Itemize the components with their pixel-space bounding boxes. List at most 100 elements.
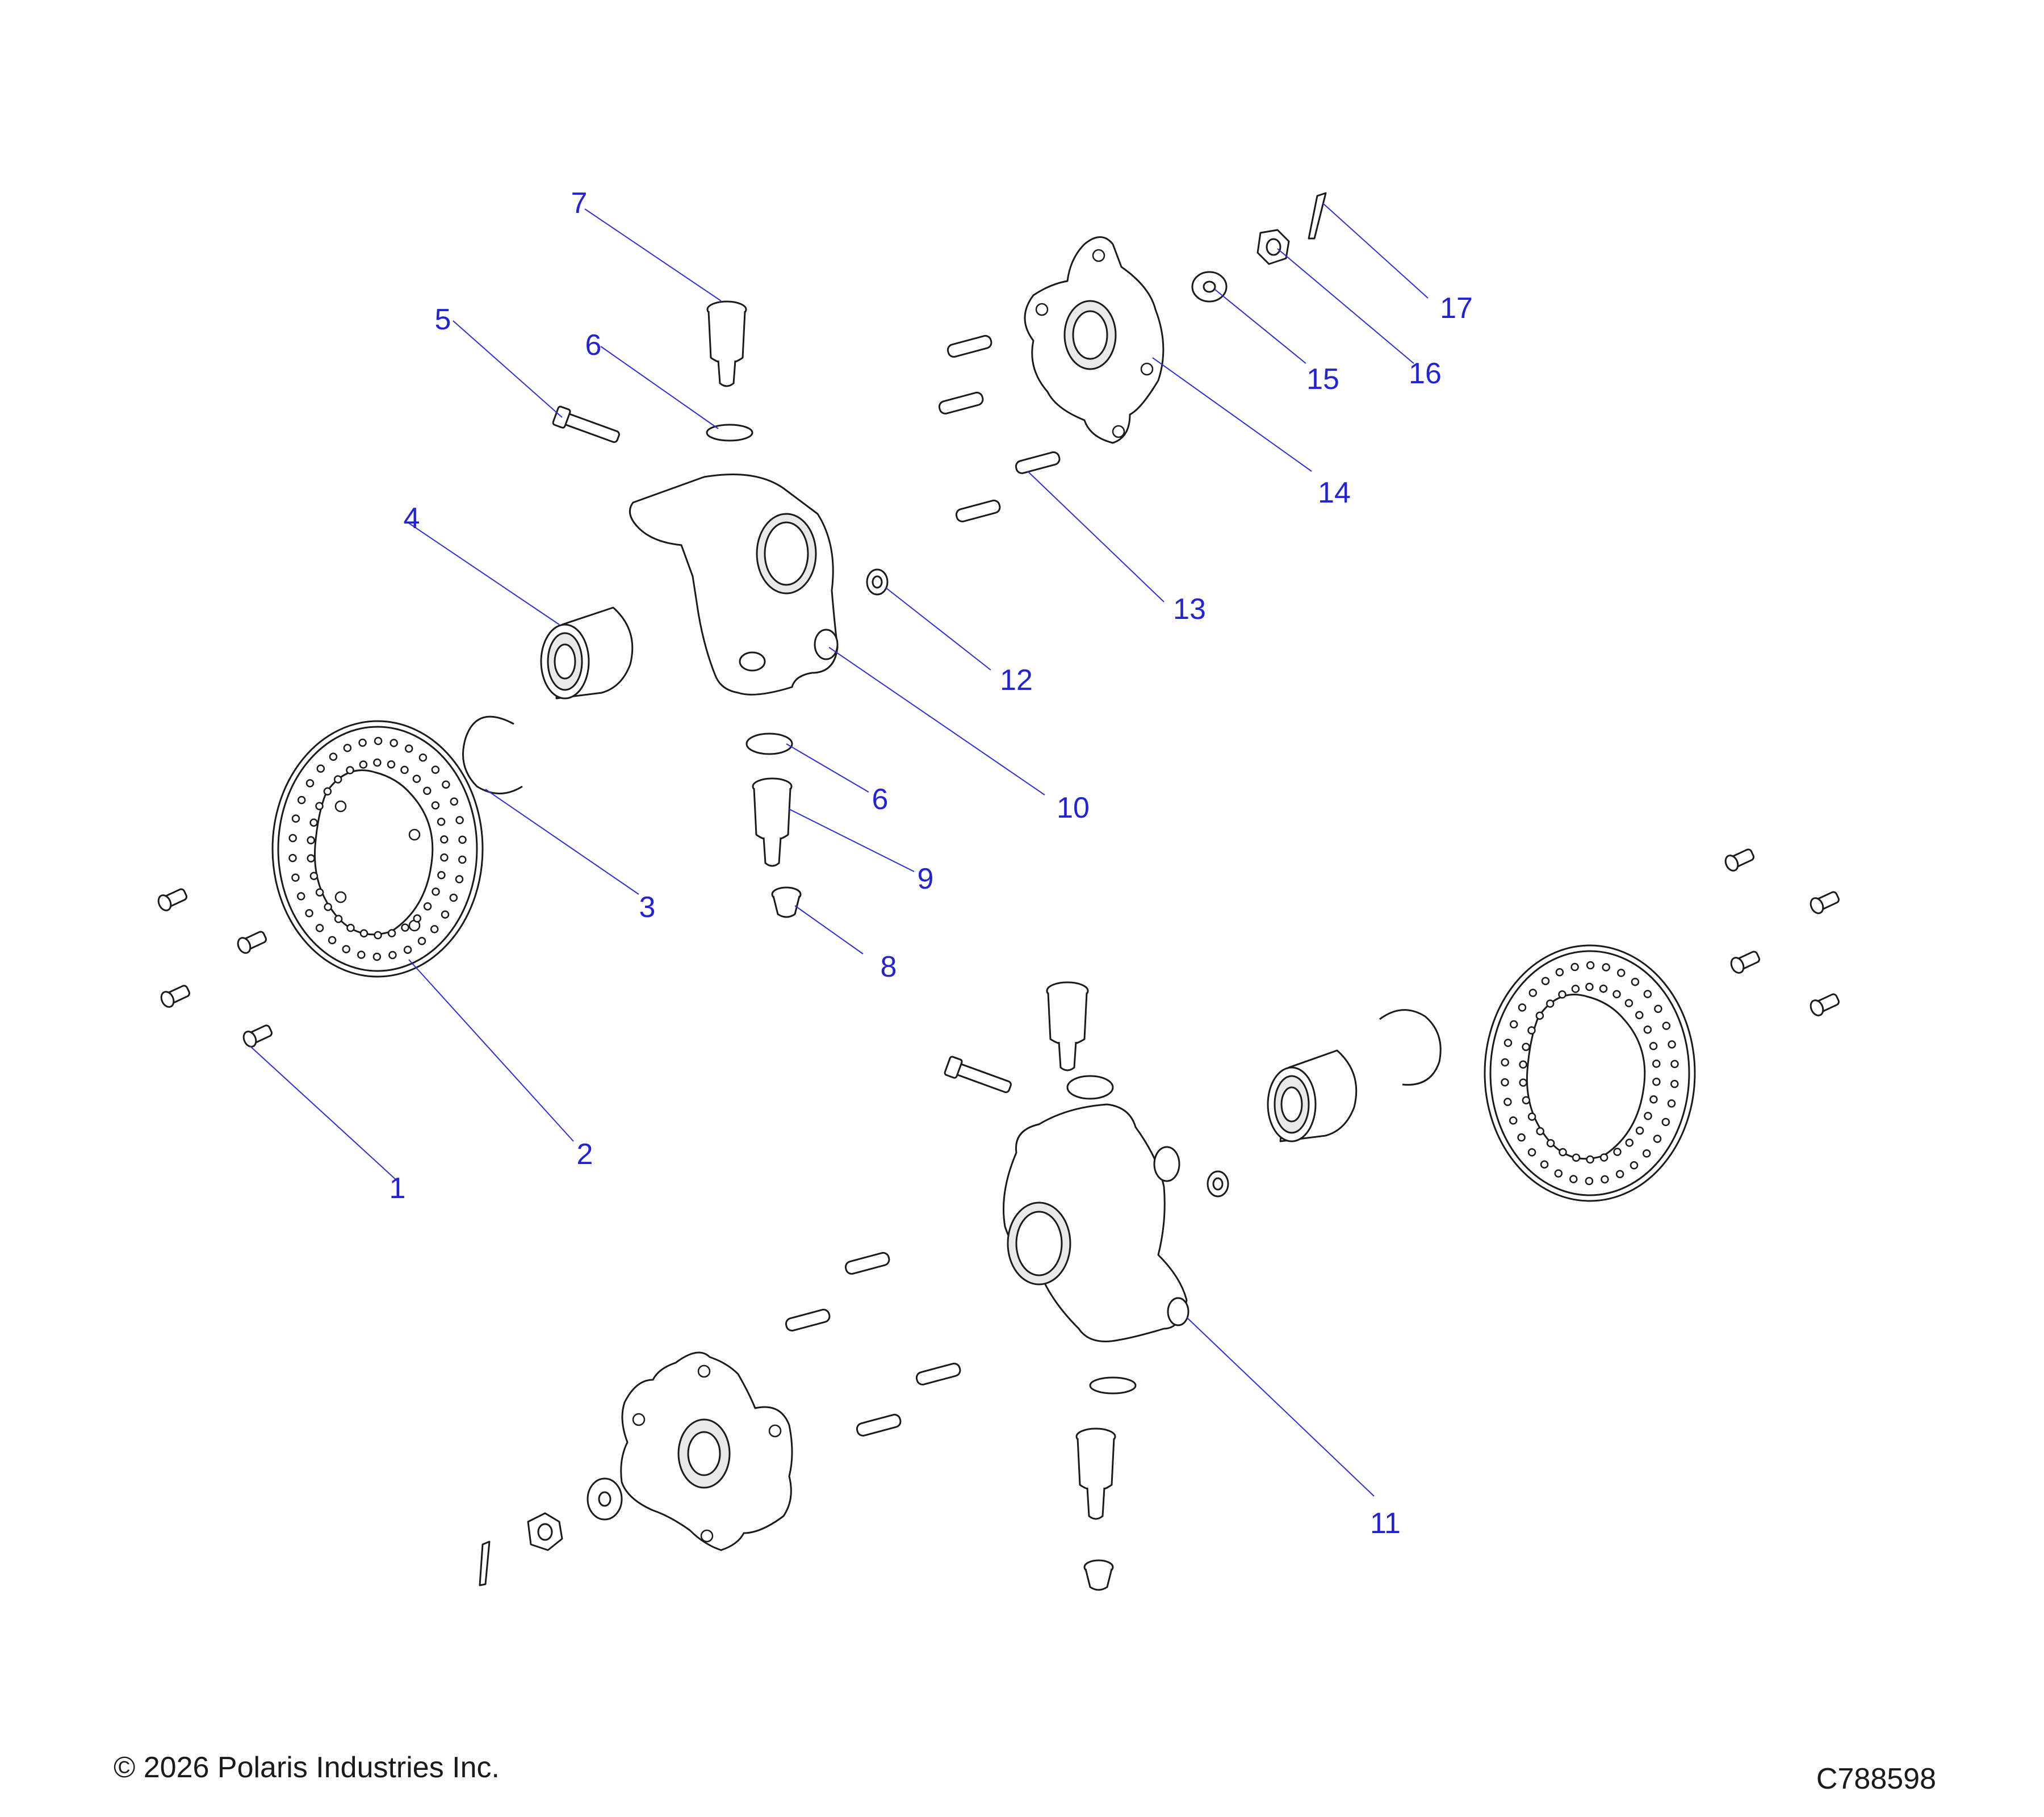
rotor-vent-hole [1519,1060,1527,1069]
rotor-vent-hole [1652,1060,1661,1068]
rotor-vent-hole [1527,1026,1536,1035]
callout-4: 4 [404,502,420,535]
wheel-bearing-lower [1267,1049,1358,1142]
snap-ring-lower [1379,1009,1442,1086]
rotor-vent-hole [1570,962,1579,972]
rotor-vent-hole [1624,999,1633,1007]
callout-10: 10 [1057,792,1090,824]
rotor-vent-hole [1517,1133,1526,1142]
rotor-vent-hole [372,952,382,961]
rotor-vent-hole [323,787,332,796]
rotor-vent-hole [440,835,449,844]
callout-8: 8 [881,951,897,983]
snap-ring-upper [462,715,523,794]
rotor-vent-hole [291,873,300,882]
rotor-vent-hole [1599,984,1608,993]
rotor-vent-hole [358,738,367,747]
rotor-vent-hole [1616,969,1626,977]
rotor-vent-hole [1642,1149,1651,1158]
rotor-vent-hole [346,923,355,932]
rotor-vent-hole [1554,1169,1563,1178]
rotor-vent-hole [455,816,464,824]
rotor-vent-hole [1501,1078,1509,1087]
rotor-vent-hole [334,915,343,923]
rotor-vent-hole [423,902,432,911]
rotor-vent-hole [1615,1170,1624,1178]
rotor-vent-hole [1536,1127,1544,1136]
wheel-studs-lower [785,1251,961,1437]
rotor-vent-hole [418,753,428,762]
rotor-vent-hole [324,902,332,911]
rotor-vent-hole [1643,1025,1652,1034]
wheel-studs-upper [938,334,1061,522]
rotor-vent-hole [1635,1126,1644,1135]
rotor-vent-hole [1644,1112,1652,1120]
rotor-vent-hole [1602,963,1610,972]
rotor-vent-hole [455,875,464,884]
rotor-vent-hole [1652,1077,1661,1086]
rotor-vent-hole [1667,1099,1676,1108]
wheel-bearing-upper [540,606,634,700]
rotor-vent-hole [1599,1153,1609,1162]
rotor-vent-hole [431,801,440,810]
rotor-vent-hole [1503,1098,1512,1106]
rotor-vent-hole [1661,1117,1670,1127]
rotor-screw-group-left [157,888,273,1048]
rotor-vent-hole [333,775,342,784]
copyright-text: © 2026 Polaris Industries Inc. [114,1751,500,1784]
circlip-lower-a [1066,1075,1114,1100]
rotor-vent-hole [1662,1021,1671,1030]
rotor-vent-hole [1546,1139,1555,1148]
rotor-vent-hole [417,937,426,945]
rotor-vent-hole [1668,1040,1676,1049]
callout-5: 5 [435,303,451,336]
rotor-vent-hole [440,853,449,862]
rotor-vent-hole [1635,1011,1644,1020]
rotor-vent-hole [307,854,315,863]
rotor-vent-hole [1540,1160,1549,1169]
rotor-vent-hole [374,931,382,940]
rotor-vent-hole [328,936,337,945]
rotor-vent-hole [315,802,324,810]
rotor-vent-hole [432,887,440,896]
rotor-vent-hole [1501,1058,1509,1067]
rotor-vent-hole [423,786,432,796]
callout-6-lower: 6 [872,783,889,816]
rotor-vent-hole [1643,990,1652,998]
rotor-vent-hole [442,780,450,789]
ball-joint-nut-upper [771,886,802,918]
rotor-vent-hole [1625,1138,1634,1147]
rotor-vent-hole [288,853,297,863]
rotor-vent-hole [305,779,315,788]
rotor-vent-hole [1519,1078,1527,1087]
ball-joint-nut-lower [1083,1559,1114,1591]
rotor-vent-hole [316,764,325,773]
rotor-vent-hole [1630,1161,1639,1170]
ball-joint-lower-bottom [1075,1427,1116,1520]
rotor-vent-hole [374,736,383,746]
rotor-vent-hole [437,871,446,880]
circlip-upper-b [745,732,793,755]
rotor-vent-hole [388,951,397,960]
rotor-vent-hole [1586,1155,1594,1164]
rotor-vent-hole [305,909,313,918]
rotor-vent-hole [387,929,396,937]
rotor-vent-hole [346,766,354,774]
rotor-vent-hole [297,796,306,805]
ball-joint-lower-top [1046,981,1089,1071]
wheel-hub-lower [620,1351,793,1551]
steering-knuckle-lower [1003,1103,1189,1342]
rotor-vent-hole [1527,1112,1536,1121]
steering-knuckle-upper [629,474,839,696]
callout-7: 7 [571,187,588,220]
knuckle-nut-upper [866,568,889,596]
rotor-vent-hole [315,924,324,932]
cotter-pin-lower [479,1540,491,1586]
rotor-vent-hole [1585,982,1594,991]
circlip-lower-b [1089,1376,1137,1395]
rotor-vent-hole [1569,1175,1578,1183]
washer-lower [587,1477,623,1521]
rotor-vent-hole [1545,999,1555,1008]
callout-6-upper: 6 [585,329,602,362]
rotor-vent-hole [389,739,398,747]
